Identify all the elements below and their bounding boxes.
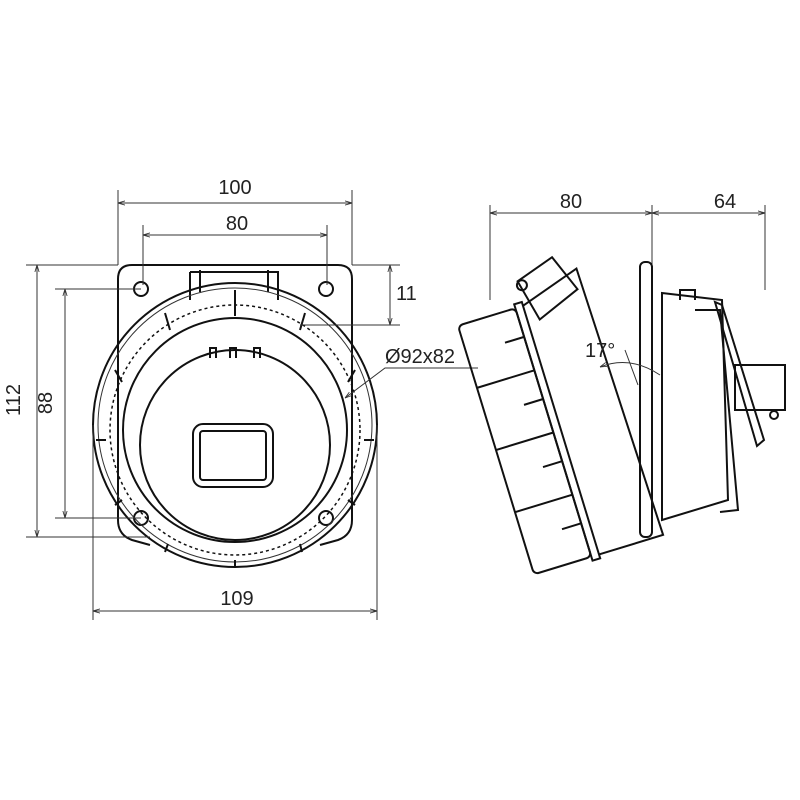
- dim-front-depth: 80: [560, 191, 582, 213]
- lid: [516, 255, 579, 322]
- rear-housing: [661, 291, 730, 522]
- front-housing: [458, 255, 665, 575]
- front-dimensions: [26, 190, 478, 620]
- dim-cutout: Ø92x82: [385, 346, 455, 368]
- side-dimensions: [489, 205, 766, 300]
- mounting-hole: [318, 281, 334, 297]
- dim-width-outer: 100: [218, 177, 251, 199]
- dim-hole-spacing-y: 88: [35, 392, 57, 414]
- socket-body: [92, 282, 378, 568]
- dim-top-offset: 11: [396, 283, 417, 305]
- terminal: [734, 364, 786, 411]
- dim-hole-spacing-x: 80: [226, 213, 248, 235]
- side-mounting-plate: [639, 261, 653, 538]
- mounting-hole: [318, 510, 334, 526]
- dim-rear-depth: 64: [714, 191, 736, 213]
- front-view: 100 80 11 Ø92x82 112 88 109: [3, 177, 478, 620]
- side-view: 80 64 17°: [458, 191, 786, 575]
- socket-face: [192, 423, 274, 488]
- dim-angle: 17°: [585, 340, 615, 362]
- dim-diameter: 109: [220, 588, 253, 610]
- lid-hinge: [189, 270, 279, 300]
- dim-height-outer: 112: [3, 384, 25, 416]
